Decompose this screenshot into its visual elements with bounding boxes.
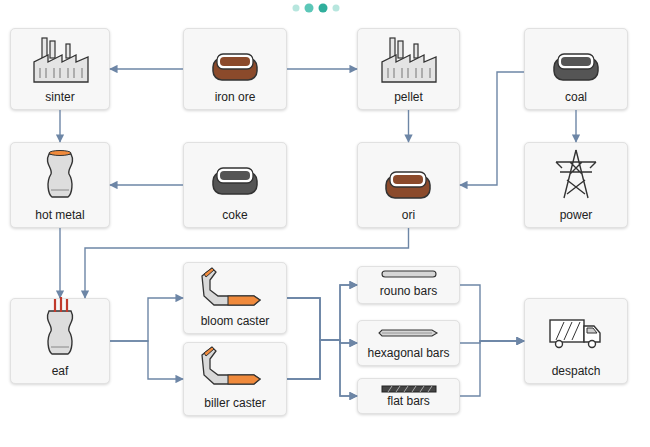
process-box: power: [524, 142, 628, 228]
process-box: bloom caster: [183, 262, 287, 334]
flow-arrow: [59, 228, 60, 298]
process-box: biller caster: [183, 342, 287, 416]
flow-arrow: [110, 68, 183, 69]
node-label: rouno bars: [380, 284, 437, 298]
flow-arrow: [287, 285, 357, 340]
process-box: iron ore: [183, 28, 287, 110]
node-label: sinter: [45, 90, 74, 104]
flow-arrow: [460, 341, 524, 343]
process-box: ori: [357, 142, 460, 228]
node-label: bloom caster: [201, 314, 270, 328]
node-label: biller caster: [204, 396, 265, 410]
flow-arrow: [59, 110, 60, 142]
process-box: flat bars: [357, 378, 460, 414]
process-box: sinter: [10, 28, 110, 110]
node-label: iron ore: [215, 90, 256, 104]
flow-arrow: [287, 68, 357, 69]
flow-arrow: [460, 285, 524, 341]
node-label: despatch: [552, 364, 601, 378]
flow-arrow: [287, 285, 357, 379]
node-label: pellet: [394, 90, 423, 104]
flow-arrow: [460, 341, 524, 396]
flow-arrow: [110, 341, 183, 379]
flow-arrow: [460, 72, 524, 185]
node-label: eaf: [52, 364, 69, 378]
process-box: pellet: [357, 28, 460, 110]
process-box: eaf: [10, 298, 110, 384]
flow-arrow: [408, 110, 409, 142]
process-box: hexagonal bars: [357, 320, 460, 366]
process-box: coal: [524, 28, 628, 110]
flow-arrow: [110, 184, 183, 185]
flow-arrow: [287, 340, 357, 396]
flow-arrow: [110, 298, 183, 341]
process-box: rouno bars: [357, 266, 460, 304]
flow-arrow: [287, 298, 357, 343]
node-label: coke: [222, 208, 247, 222]
flow-arrow: [575, 110, 576, 142]
process-box: coke: [183, 142, 287, 228]
node-label: ori: [402, 208, 415, 222]
page-dots: [293, 4, 340, 13]
flow-arrow: [287, 298, 357, 396]
flow-arrow: [287, 340, 357, 379]
process-box: hot metal: [10, 142, 110, 228]
node-label: power: [560, 208, 593, 222]
node-label: hot metal: [35, 208, 84, 222]
process-box: despatch: [524, 298, 628, 384]
node-label: flat bars: [387, 394, 430, 408]
node-label: hexagonal bars: [367, 346, 449, 360]
node-label: coal: [565, 90, 587, 104]
